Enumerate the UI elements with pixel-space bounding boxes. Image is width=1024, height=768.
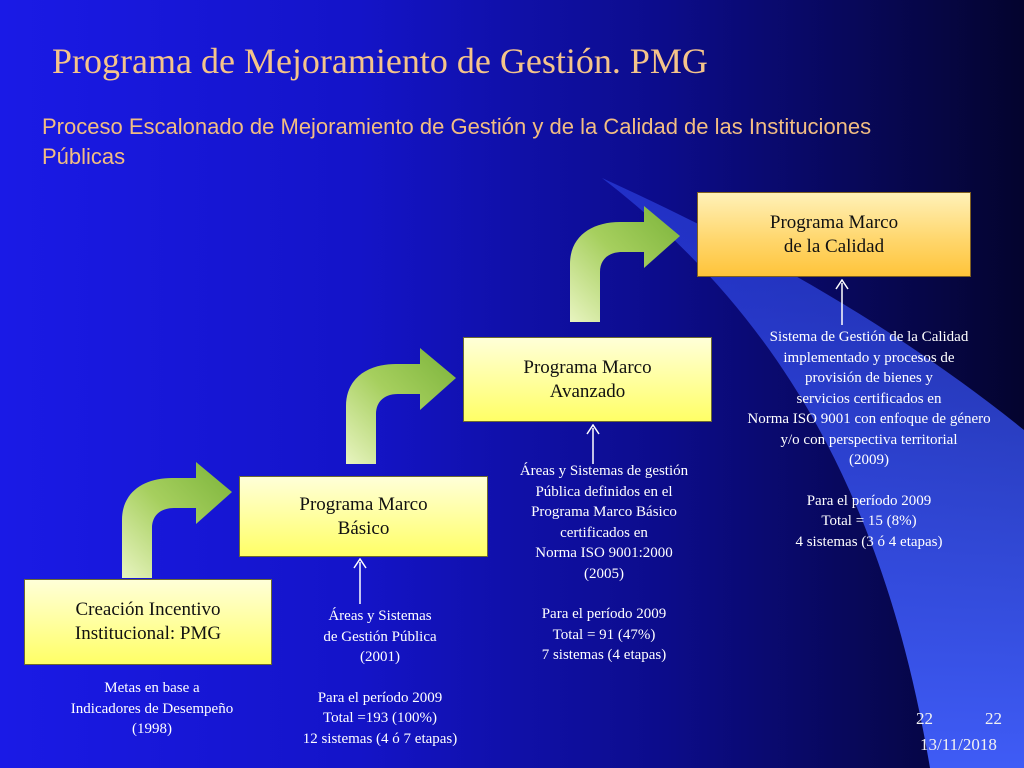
up-arrow-icon bbox=[353, 558, 367, 604]
page-number-left: 22 bbox=[916, 709, 933, 728]
period-line: 7 sistemas (4 etapas) bbox=[541, 647, 667, 663]
description-line: (2005) bbox=[584, 565, 624, 582]
stage-box-pmg: Creación Incentivo Institucional: PMG bbox=[24, 579, 272, 665]
stage-label-line: Institucional: PMG bbox=[74, 623, 222, 644]
description-line: Norma ISO 9001:2000 bbox=[535, 545, 673, 561]
description-line: implementado y procesos de bbox=[783, 349, 955, 366]
description-line: Áreas y Sistemas de gestión bbox=[519, 463, 689, 479]
stage-description-pmg: Metas en base a Indicadores de Desempeño… bbox=[71, 678, 233, 740]
description-line: Pública definidos en el bbox=[535, 483, 673, 500]
description-line: Áreas y Sistemas bbox=[328, 608, 432, 624]
stage-label-line: Programa Marco bbox=[523, 356, 652, 378]
description-line: servicios certificados en bbox=[796, 390, 942, 407]
period-line: Total = 15 (8%) bbox=[821, 513, 917, 529]
slide-subtitle: Proceso Escalonado de Mejoramiento de Ge… bbox=[42, 114, 872, 169]
stage-label-line: Programa Marco bbox=[299, 493, 428, 515]
stage-description-avanzado: Áreas y Sistemas de gestión Pública defi… bbox=[520, 461, 688, 666]
period-line: 4 sistemas (3 ó 4 etapas) bbox=[795, 533, 943, 550]
description-line: Metas en base a bbox=[104, 680, 200, 696]
stage-box-calidad: Programa Marco de la Calidad bbox=[697, 192, 971, 277]
period-line: Para el período 2009 bbox=[541, 606, 667, 622]
up-arrow-icon bbox=[586, 424, 600, 464]
period-line: 12 sistemas (4 ó 7 etapas) bbox=[302, 730, 458, 747]
slide-date: 13/11/2018 bbox=[920, 735, 997, 754]
period-line: Para el período 2009 bbox=[317, 689, 443, 706]
stage-box-basico: Programa Marco Básico bbox=[239, 476, 488, 557]
up-arrow-icon bbox=[835, 279, 849, 325]
period-line: Total = 91 (47%) bbox=[552, 626, 656, 643]
description-line: Programa Marco Básico bbox=[531, 504, 677, 520]
stage-box-avanzado: Programa Marco Avanzado bbox=[463, 337, 712, 422]
stage-label-line: de la Calidad bbox=[783, 235, 885, 257]
description-line: (2009) bbox=[848, 452, 889, 468]
curved-up-right-arrow-icon bbox=[122, 462, 232, 578]
stage-description-basico: Áreas y Sistemas de Gestión Pública (200… bbox=[303, 606, 458, 749]
description-line: Sistema de Gestión de la Calidad bbox=[769, 329, 969, 345]
slide-title: Programa de Mejoramiento de Gestión. PMG bbox=[52, 41, 708, 81]
curved-up-right-arrow-icon bbox=[570, 206, 680, 322]
period-line: Para el período 2009 bbox=[806, 492, 932, 509]
description-line: (1998) bbox=[132, 721, 172, 737]
stage-label-line: Creación Incentivo bbox=[75, 599, 221, 620]
stage-label-line: Básico bbox=[337, 517, 390, 539]
stage-label-line: Avanzado bbox=[549, 380, 626, 402]
description-line: Norma ISO 9001 con enfoque de género bbox=[747, 411, 991, 427]
description-line: certificados en bbox=[560, 524, 648, 541]
curved-up-right-arrow-icon bbox=[346, 348, 456, 464]
page-number-right: 22 bbox=[985, 709, 1002, 728]
period-line: Total =193 (100%) bbox=[322, 710, 438, 726]
stage-label-line: Programa Marco bbox=[769, 211, 899, 233]
description-line: provisión de bienes y bbox=[805, 370, 933, 386]
description-line: Indicadores de Desempeño bbox=[70, 700, 234, 717]
description-line: y/o con perspectiva territorial bbox=[780, 431, 958, 448]
stage-description-calidad: Sistema de Gestión de la Calidad impleme… bbox=[747, 327, 990, 552]
description-line: de Gestión Pública bbox=[323, 628, 437, 645]
description-line: (2001) bbox=[360, 649, 400, 665]
